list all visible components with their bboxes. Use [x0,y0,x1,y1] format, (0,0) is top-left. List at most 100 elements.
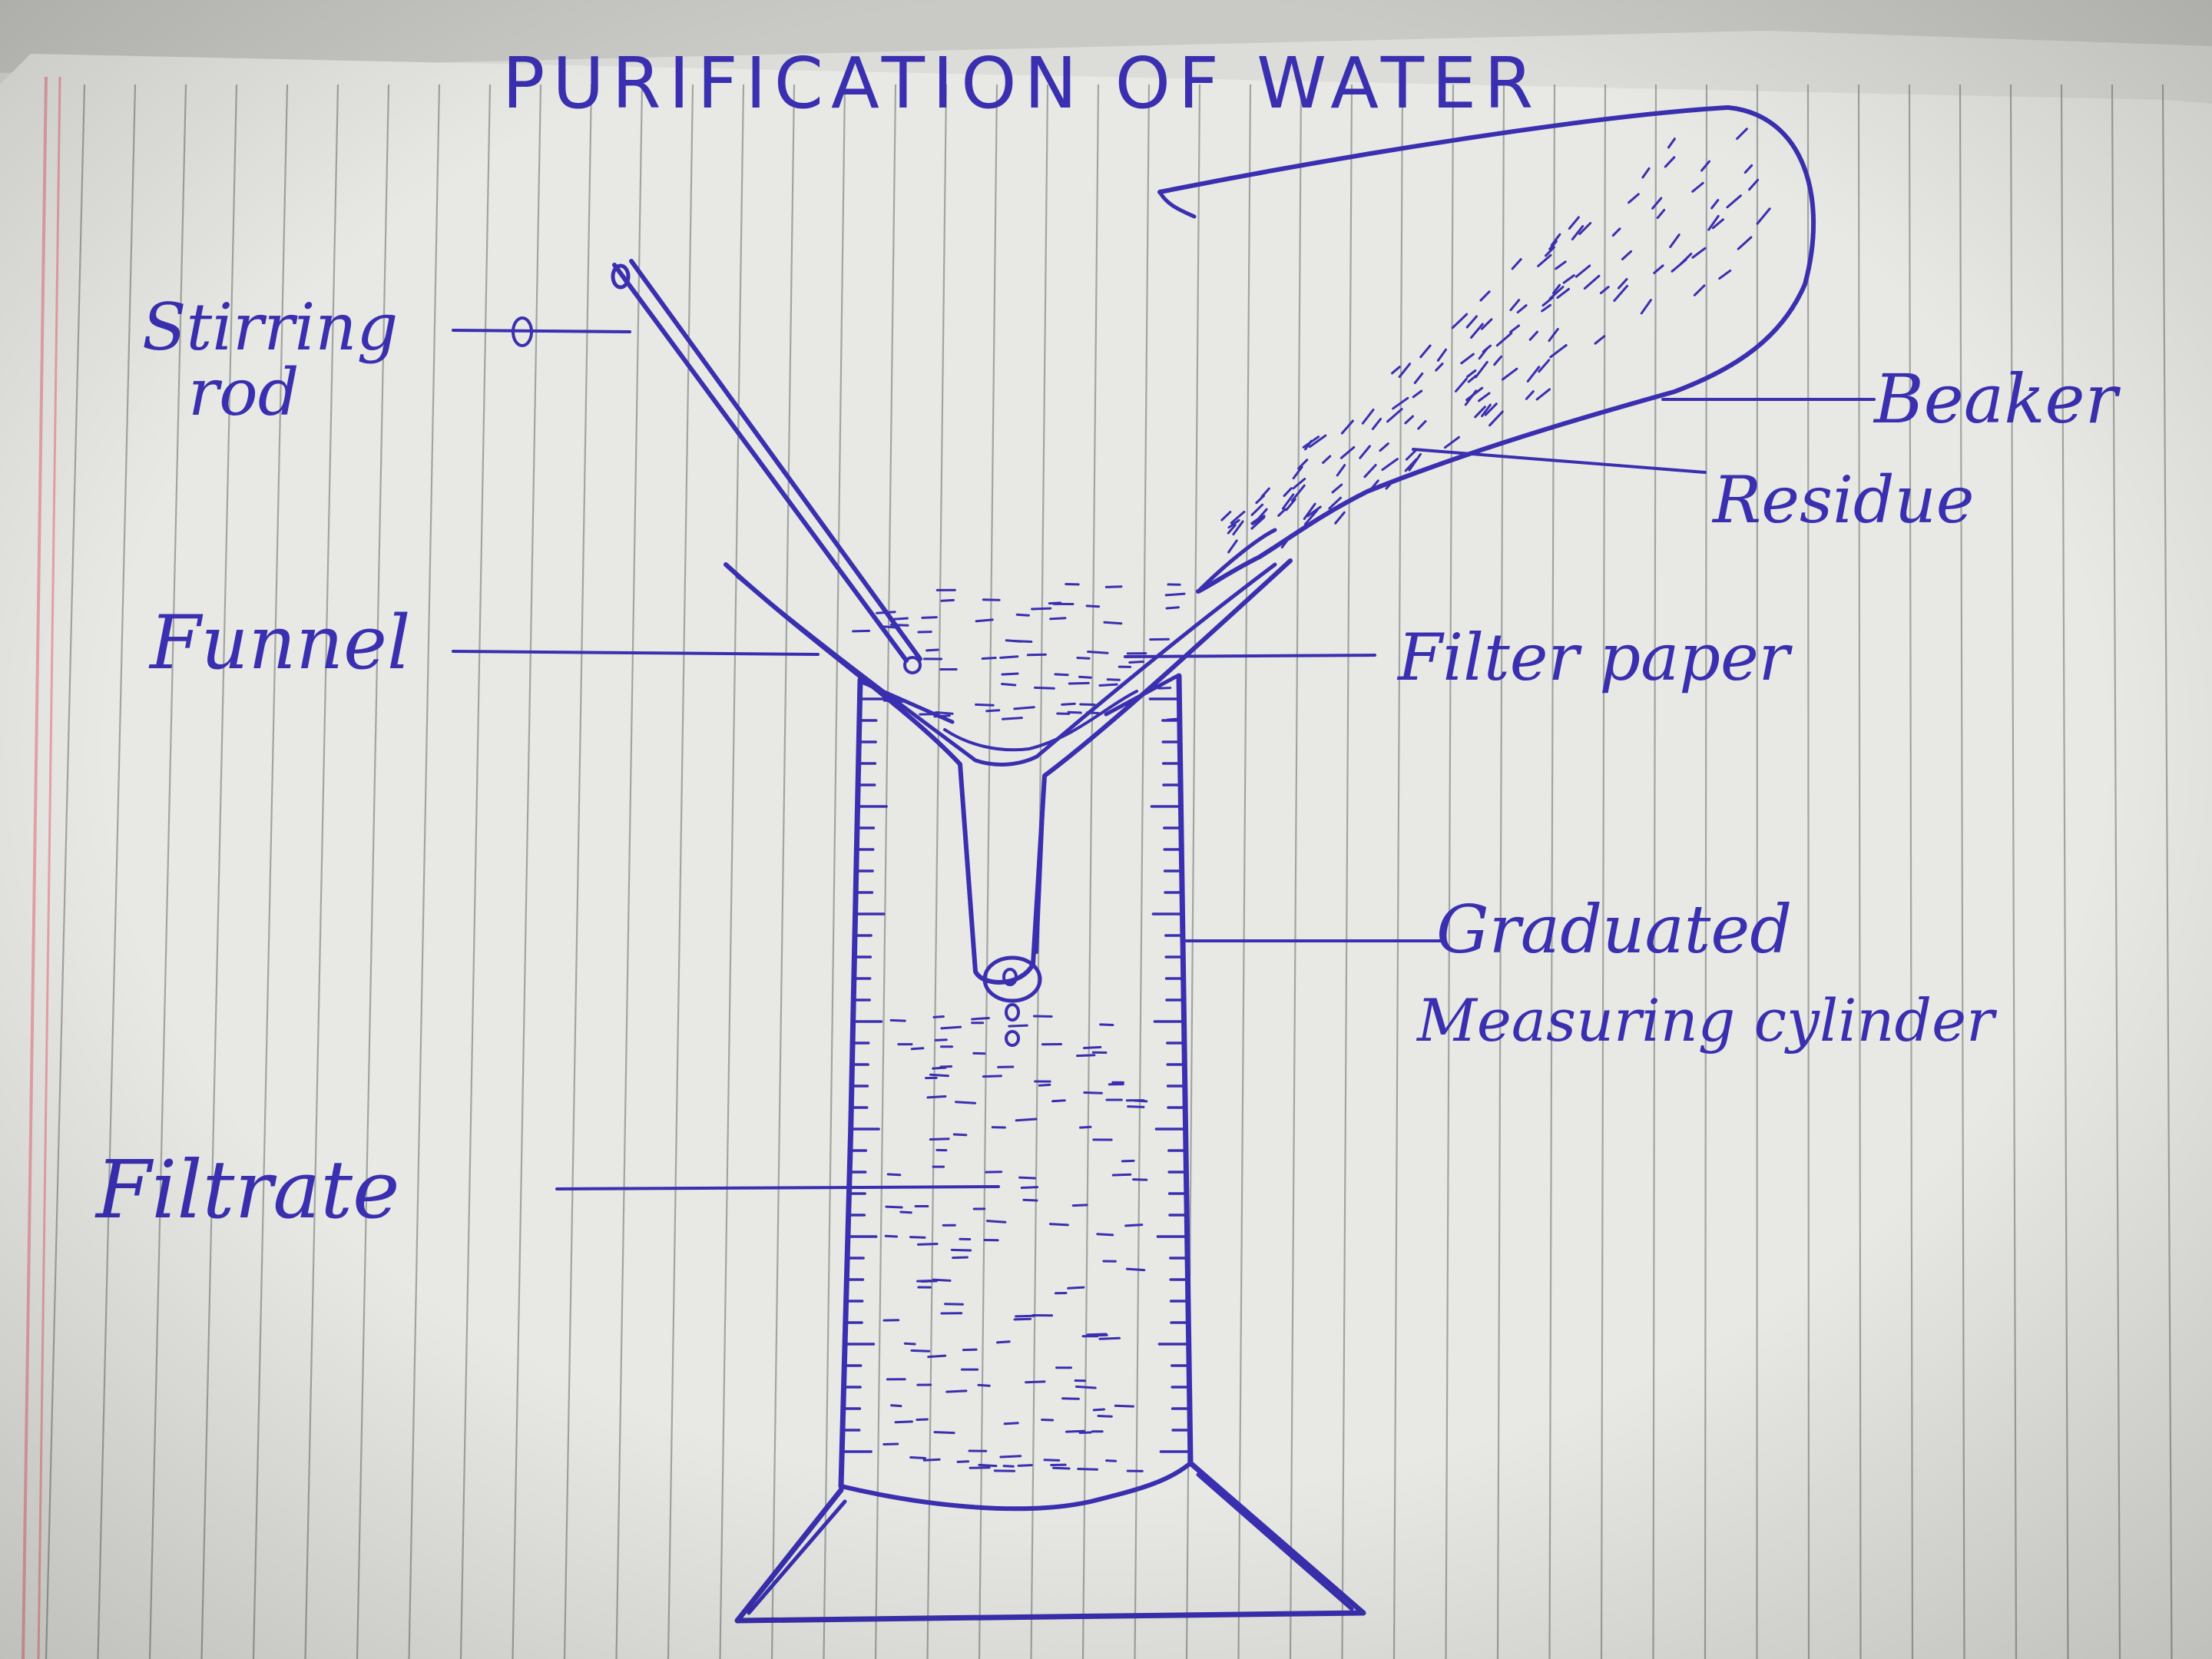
filtrate-mark [926,1095,947,1099]
mixture-mark [934,710,954,715]
mixture-mark [982,598,1001,601]
mixture-mark [1054,673,1069,677]
mixture-mark [1085,604,1101,608]
filtrate-mark [916,1280,932,1283]
filtrate-mark [1075,1385,1097,1389]
filtrate-mark [932,1015,945,1018]
mixture-mark [1087,651,1109,654]
filtrate-mark [1017,1464,1033,1467]
mixture-mark [1031,607,1052,611]
mixture-mark [1005,639,1023,643]
filtrate-mark [1125,1267,1146,1272]
filtrate-mark [929,1137,950,1141]
label-funnel: Funnel [148,600,411,686]
mixture-mark [1128,661,1144,664]
filtrate-mark [1076,1054,1096,1058]
filtrate-mark [1048,1223,1069,1227]
filtrate-mark [1105,1459,1118,1462]
mixture-mark [1068,681,1090,685]
mixture-mark [1079,703,1096,706]
mixture-mark [926,648,939,652]
filtrate-mark [1079,1125,1092,1129]
filtrate-mark [916,1418,929,1422]
mixture-mark [1026,653,1047,657]
filtrate-mark [945,1389,968,1393]
label-residue: Residue [1711,462,1975,538]
mixture-mark [889,623,909,627]
filtrate-mark [934,1038,948,1041]
filtrate-mark [903,1342,916,1346]
mixture-mark [1086,711,1100,714]
mixture-mark [1067,710,1082,714]
filtrate-mark [909,1455,926,1459]
filtrate-mark [944,1303,964,1306]
filtrate-mark [1083,1091,1103,1094]
filtrate-mark [1018,1176,1036,1180]
label-graduated: Graduated [1436,892,1792,969]
label-filtrate: Filtrate [94,1143,400,1237]
filtrate-mark [910,1349,931,1353]
filtrate-mark [1002,1465,1015,1468]
filtrate-mark [1096,1233,1114,1237]
filtrate-mark [1052,1466,1071,1470]
mixture-mark [1001,683,1017,687]
mixture-mark [1103,621,1123,625]
filtrate-mark [1065,1429,1085,1433]
filtrate-mark [940,1025,962,1030]
filtrate-mark [1077,1468,1098,1471]
filtrate-mark [916,1243,939,1246]
mixture-mark [1033,686,1055,690]
filtrate-mark [1008,1024,1028,1028]
filtrate-mark [982,1075,1002,1078]
filtrate-mark [933,1431,955,1435]
filtrate-mark [1038,1083,1051,1087]
filtrate-mark [1013,1317,1032,1321]
filtrate-mark [1020,1186,1039,1190]
filtrate-mark [1071,1204,1088,1207]
mixture-mark [985,709,1001,713]
mixture-mark [981,657,997,661]
mixture-mark [1048,601,1062,605]
filtrate-mark [1067,1286,1085,1290]
filtrate-mark [1127,1105,1145,1108]
filtrate-mark [884,1234,898,1238]
mixture-mark [999,655,1019,659]
ruled-line [1756,84,1759,1659]
filtrate-mark [889,1018,906,1022]
diagram-title: PURIFICATION OF WATER [502,42,1541,124]
filtrate-mark [952,1133,968,1137]
mixture-mark [883,625,901,629]
mixture-mark [1104,585,1123,588]
filtrate-mark [985,1220,1007,1224]
filtrate-mark [909,1236,926,1239]
mixture-mark [889,617,909,621]
mixture-mark [1001,717,1023,720]
mixture-mark [975,703,995,707]
filtrate-mark [1078,1431,1092,1435]
filtrate-mark [910,1047,925,1051]
filtrate-mark [1092,1408,1105,1412]
label-filter-paper: Filter paper [1396,620,1793,695]
filtrate-mark [971,1017,990,1021]
filtrate-mark [1124,1224,1144,1227]
mixture-mark [1049,617,1067,621]
filtrate-mark [1082,1045,1102,1050]
mixture-mark [1076,657,1091,660]
filtrate-mark [1111,1173,1132,1177]
mixture-mark [876,611,896,614]
mixture-mark [1157,687,1172,690]
label-beaker: Beaker [1873,359,2121,439]
ruled-line [1806,84,1810,1659]
filtrate-mark [899,1210,912,1214]
filtrate-mark [1015,1118,1038,1122]
filtrate-mark [977,1383,991,1387]
filtrate-mark [886,1173,902,1177]
filtrate-mark [1098,1336,1121,1340]
filtrate-mark [1086,1333,1108,1336]
label-measuring-cylinder: Measuring cylinder [1416,986,1998,1055]
filtrate-mark [955,1101,977,1104]
filtrate-mark [952,1256,969,1260]
filtrate-mark [999,1455,1022,1459]
